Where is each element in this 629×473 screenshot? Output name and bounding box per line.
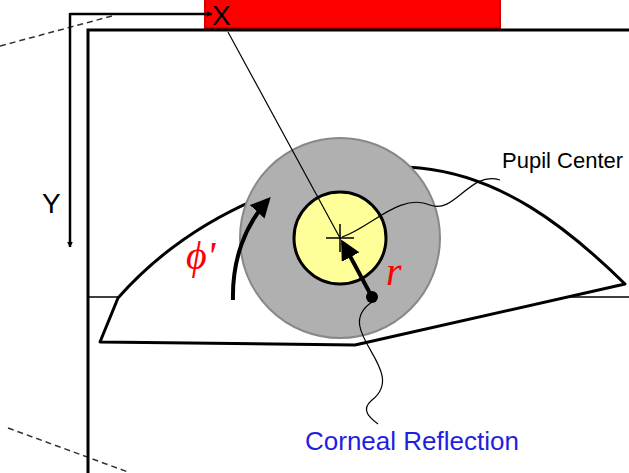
axis-label: X bbox=[212, 2, 231, 30]
axis-label: Y bbox=[42, 190, 61, 218]
image-frame bbox=[88, 30, 629, 473]
y-axis-arrow bbox=[69, 13, 72, 247]
angle-symbol: ϕ' bbox=[186, 236, 215, 276]
leader-line bbox=[228, 32, 340, 238]
angle-arrow bbox=[233, 200, 268, 300]
dashed-line bbox=[8, 428, 128, 472]
leader-line bbox=[342, 179, 500, 237]
red-banner bbox=[205, 0, 500, 28]
x-axis-arrow bbox=[70, 13, 212, 16]
corneal-reflection-dot bbox=[366, 291, 378, 303]
leader-line bbox=[359, 302, 382, 424]
vector-symbol: r bbox=[386, 252, 402, 292]
part-label: Pupil Center bbox=[502, 150, 623, 172]
vector-r bbox=[343, 243, 372, 297]
part-label: Corneal Reflection bbox=[305, 428, 519, 454]
